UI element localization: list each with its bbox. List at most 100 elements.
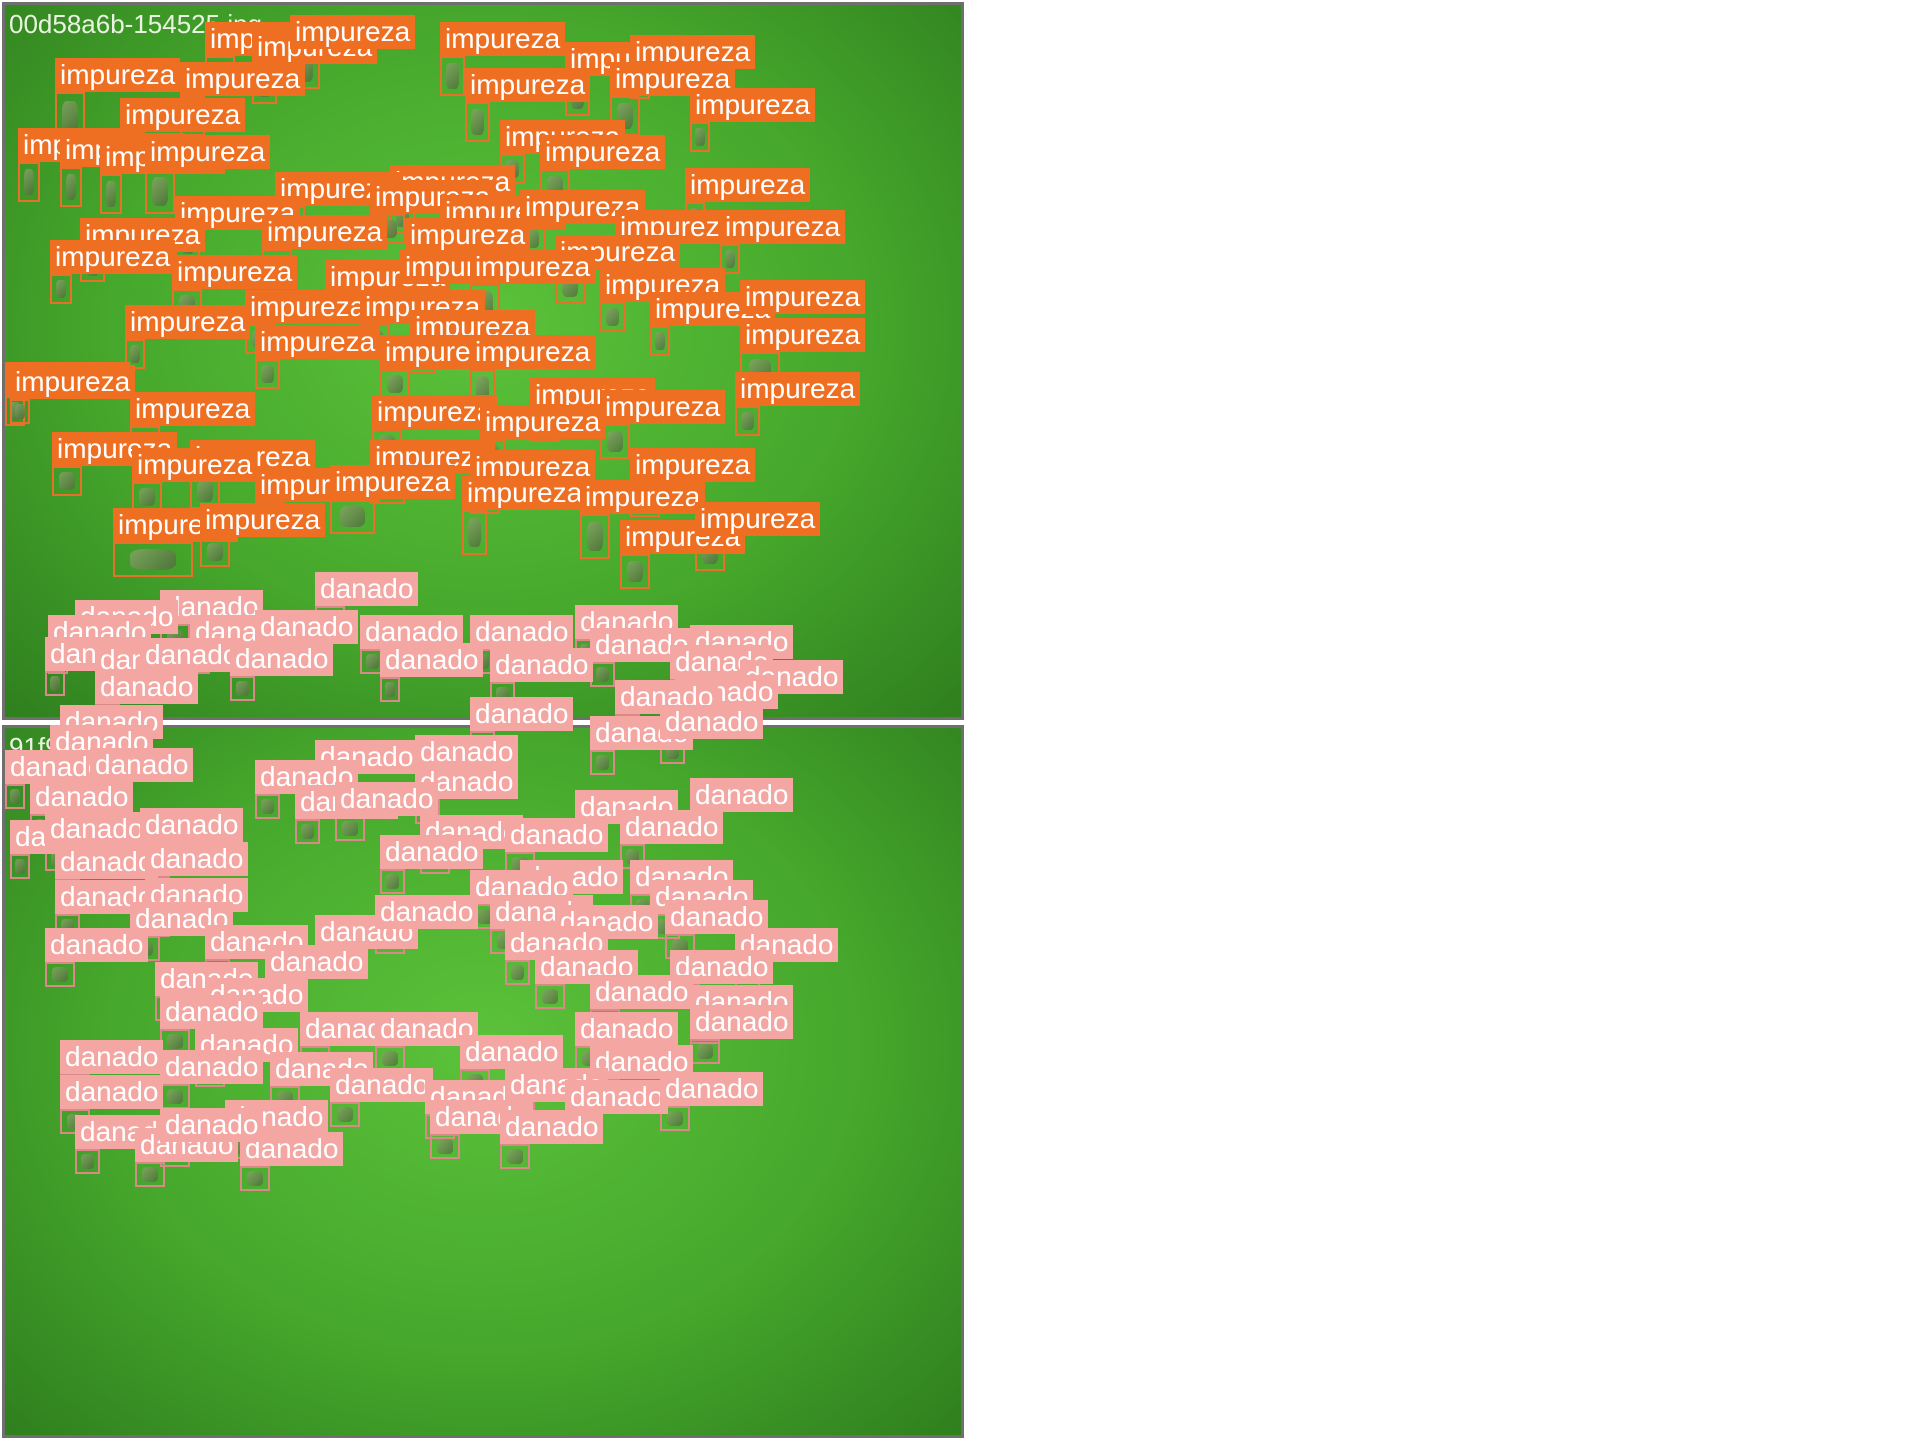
seed-object <box>167 1034 183 1049</box>
seed-object <box>15 404 25 419</box>
detection-label: danado <box>315 572 419 606</box>
seed-object <box>65 174 77 200</box>
detection-label: impureza <box>695 502 821 536</box>
detection-label: danado <box>60 1075 164 1109</box>
detection-label: impureza <box>462 476 588 510</box>
seed-object <box>385 682 395 697</box>
detection-box <box>113 542 193 577</box>
detection-label: danado <box>735 928 839 962</box>
detection-box <box>535 984 565 1009</box>
detection-box <box>160 1084 190 1109</box>
detection-label: impureza <box>172 255 298 289</box>
detection-label: impureza <box>600 390 726 424</box>
seed-object <box>50 676 60 691</box>
detection-label: impureza <box>685 168 811 202</box>
detection-label: danado <box>470 615 574 649</box>
detection-label: danado <box>690 1005 794 1039</box>
detection-label: impureza <box>540 135 666 169</box>
detection-box <box>240 1166 270 1191</box>
detection-label: danado <box>380 643 484 677</box>
detection-label: danado <box>690 778 794 812</box>
seed-object <box>130 344 140 364</box>
detection-box <box>45 671 65 696</box>
detection-label: danado <box>90 748 194 782</box>
seed-object <box>695 127 705 147</box>
detection-box <box>145 169 175 214</box>
seed-object <box>607 430 623 453</box>
detection-label: impureza <box>630 448 756 482</box>
detection-label: danado <box>45 812 149 846</box>
detection-box <box>50 274 72 304</box>
seed-object <box>587 522 603 551</box>
detection-label: impureza <box>245 290 371 324</box>
detection-box <box>600 424 630 459</box>
detection-label: impureza <box>740 318 866 352</box>
detection-label: impureza <box>55 58 181 92</box>
seed-object <box>236 681 249 696</box>
detection-box <box>650 326 670 356</box>
detection-box <box>18 162 40 202</box>
seed-object <box>725 249 735 269</box>
seed-object <box>468 518 481 547</box>
seed-object <box>446 63 459 89</box>
detection-label: impureza <box>200 503 326 537</box>
detection-label: danado <box>375 895 479 929</box>
seed-object <box>386 874 399 889</box>
detection-label: danado <box>60 1040 164 1074</box>
seed-object <box>62 100 78 134</box>
seed-object <box>197 480 213 503</box>
detection-label: impureza <box>255 325 381 359</box>
detection-box <box>10 854 30 879</box>
detection-label: danado <box>230 642 334 676</box>
detection-box <box>505 960 530 985</box>
detection-label: danado <box>575 1012 679 1046</box>
seed-object <box>10 789 20 804</box>
detection-label: impureza <box>132 448 258 482</box>
detection-label: impureza <box>145 135 271 169</box>
detection-label: danado <box>565 1080 669 1114</box>
detection-label: danado <box>315 740 419 774</box>
detection-box <box>500 1144 530 1169</box>
seed-object <box>261 364 274 384</box>
detection-box <box>720 244 740 274</box>
detection-box <box>10 399 30 424</box>
seed-object <box>301 824 314 839</box>
detection-label: impureza <box>125 305 251 339</box>
detection-label: danado <box>590 975 694 1009</box>
detection-label: impureza <box>120 98 246 132</box>
detection-box <box>440 56 465 96</box>
seed-object <box>596 755 609 770</box>
seed-object <box>139 487 155 507</box>
seed-object <box>606 307 619 327</box>
seed-object <box>342 821 358 836</box>
detection-label: danado <box>145 842 249 876</box>
detection-box <box>430 1134 460 1159</box>
detection-label: danado <box>330 1068 434 1102</box>
detection-label: danado <box>660 705 764 739</box>
detection-label: impureza <box>480 405 606 439</box>
detection-box <box>600 302 625 332</box>
detection-box <box>100 174 122 214</box>
detection-box <box>690 122 710 152</box>
detection-box <box>380 869 405 894</box>
detection-box <box>590 750 615 775</box>
detection-label: danado <box>470 697 574 731</box>
detection-label: impureza <box>130 392 256 426</box>
seed-object <box>15 859 25 874</box>
seed-object <box>382 1051 398 1066</box>
seed-object <box>130 548 176 571</box>
detection-box <box>255 794 280 819</box>
seed-object <box>81 1154 94 1169</box>
seed-object <box>23 169 35 195</box>
detection-box <box>380 677 400 702</box>
detection-label: danado <box>30 780 134 814</box>
detection-label: impureza <box>690 88 816 122</box>
detection-box <box>60 167 82 207</box>
detection-label: impureza <box>290 15 416 49</box>
detection-label: danado <box>335 782 439 816</box>
seed-object <box>207 542 223 562</box>
detection-label: impureza <box>555 235 681 269</box>
detection-label: impureza <box>10 365 136 399</box>
detection-label: impureza <box>470 335 596 369</box>
